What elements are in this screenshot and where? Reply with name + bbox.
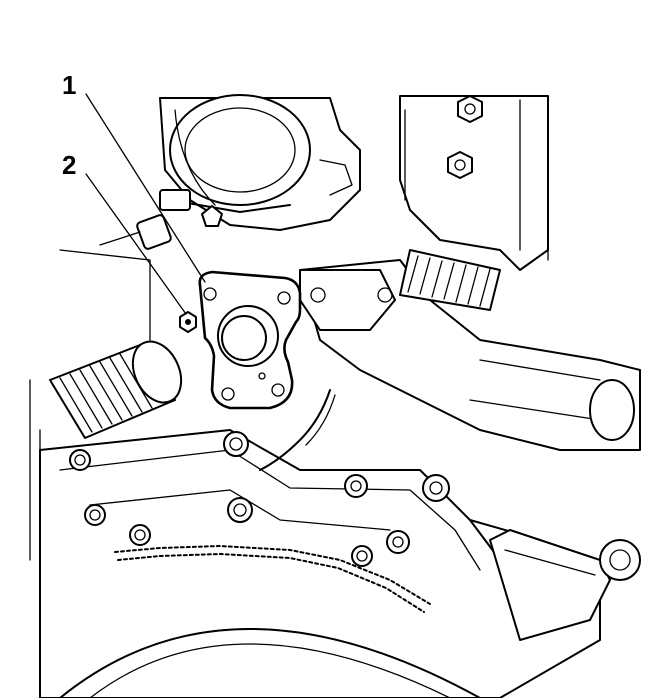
gasket [198, 270, 302, 410]
nut [179, 311, 197, 333]
cover-bolt-5 [227, 497, 253, 523]
callout-2: 2 [62, 150, 77, 180]
cover-bolt-6 [344, 474, 368, 498]
cover-bolt-1 [69, 449, 91, 471]
leader-lines [85, 93, 206, 315]
hose-clamp [159, 189, 291, 227]
callout-1: 1 [62, 70, 77, 100]
duct-bolt-lower [447, 151, 473, 179]
cover-bolt-8 [386, 530, 410, 554]
ring-gear [59, 545, 481, 698]
cover-bolt-2 [84, 504, 106, 526]
upper-duct [399, 95, 549, 271]
corrugated-hose-left [49, 340, 183, 439]
cover-bolt-7 [422, 474, 450, 502]
cover-bolt-9 [351, 545, 373, 567]
corrugated-hose-right [399, 249, 501, 311]
bracket-lower-right [489, 529, 611, 641]
duct-bolt-upper [457, 95, 483, 123]
sensor-connector [99, 214, 172, 250]
cover-bolt-4 [223, 431, 249, 457]
pulley-right [599, 539, 641, 581]
cover-bolt-3 [129, 524, 151, 546]
